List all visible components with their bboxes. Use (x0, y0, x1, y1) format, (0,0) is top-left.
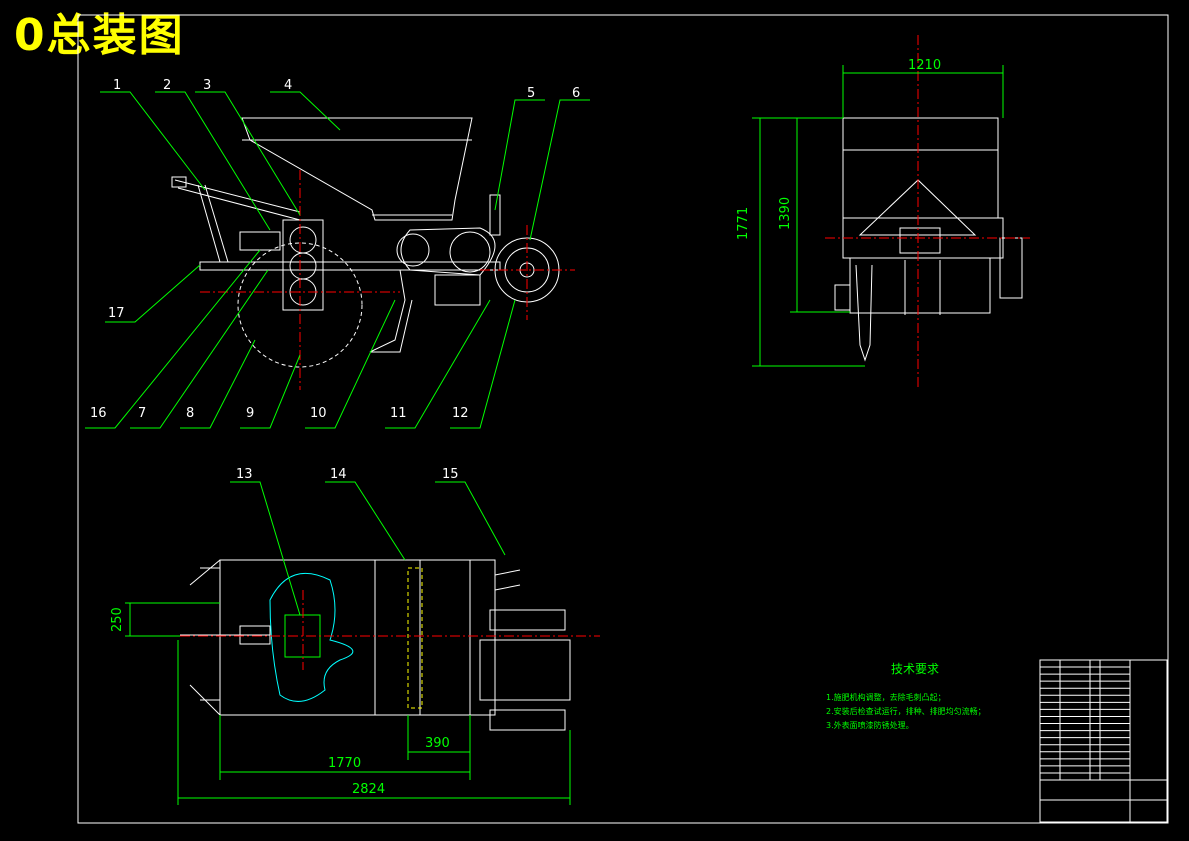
tech-heading: 技术要求 (891, 662, 940, 676)
top-hidden-lines (407, 567, 423, 709)
front-centerlines (825, 35, 1030, 390)
balloon-7: 7 (138, 406, 147, 421)
front-hopper (842, 117, 999, 219)
dim-front-width: 1210 (908, 58, 942, 73)
balloon-6: 6 (572, 86, 581, 101)
dim-offset: 250 (110, 607, 125, 632)
front-dimension-lines (752, 65, 1004, 367)
balloon-10: 10 (310, 406, 327, 421)
top-dimension-lines (125, 481, 571, 805)
dim-overall-length: 2824 (352, 782, 386, 797)
front-view (834, 117, 1023, 362)
top-centerlines (180, 590, 600, 670)
furrow-opener (369, 269, 413, 353)
side-view (171, 117, 560, 368)
title-block (1039, 659, 1168, 823)
tech-item: 3.外表面喷漆防锈处理。 (826, 721, 914, 730)
balloon-15: 15 (442, 467, 459, 482)
balloon-16: 16 (90, 406, 107, 421)
frame-beam (199, 261, 501, 271)
dim-height-body: 1390 (778, 196, 793, 230)
balloon-11: 11 (390, 406, 407, 421)
balloon-3: 3 (203, 78, 212, 93)
balloon-1: 1 (113, 78, 122, 93)
balloon-17: 17 (108, 306, 125, 321)
seed-box-outline (269, 572, 354, 702)
balloon-9: 9 (246, 406, 255, 421)
balloon-13: 13 (236, 467, 253, 482)
dim-height-total: 1771 (736, 206, 751, 240)
top-body (219, 559, 471, 716)
balloon-8: 8 (186, 406, 195, 421)
side-leaders (85, 91, 590, 429)
top-view (180, 559, 571, 731)
dim-wheelbase: 1770 (328, 756, 362, 771)
hopper (241, 117, 473, 221)
drawing-title: 0总装图 (14, 10, 185, 61)
balloon-5: 5 (527, 86, 536, 101)
tech-item: 2.安装后检查试运行，排种、排肥均匀流畅； (826, 707, 986, 716)
balloon-2: 2 (163, 78, 172, 93)
dim-pitch: 390 (425, 736, 450, 751)
metering-housing (282, 219, 324, 311)
tech-item: 1.施肥机构调整，去除毛刺凸起； (826, 693, 946, 702)
side-view-centerlines (200, 170, 575, 390)
balloon-14: 14 (330, 467, 347, 482)
balloon-12: 12 (452, 406, 469, 421)
planting-wheel (237, 242, 363, 368)
balloon-4: 4 (284, 78, 293, 93)
drawing-frame (77, 14, 1169, 824)
tech-requirements: 技术要求 1.施肥机构调整，去除毛刺凸起； 2.安装后检查试运行，排种、排肥均匀… (826, 660, 1026, 733)
